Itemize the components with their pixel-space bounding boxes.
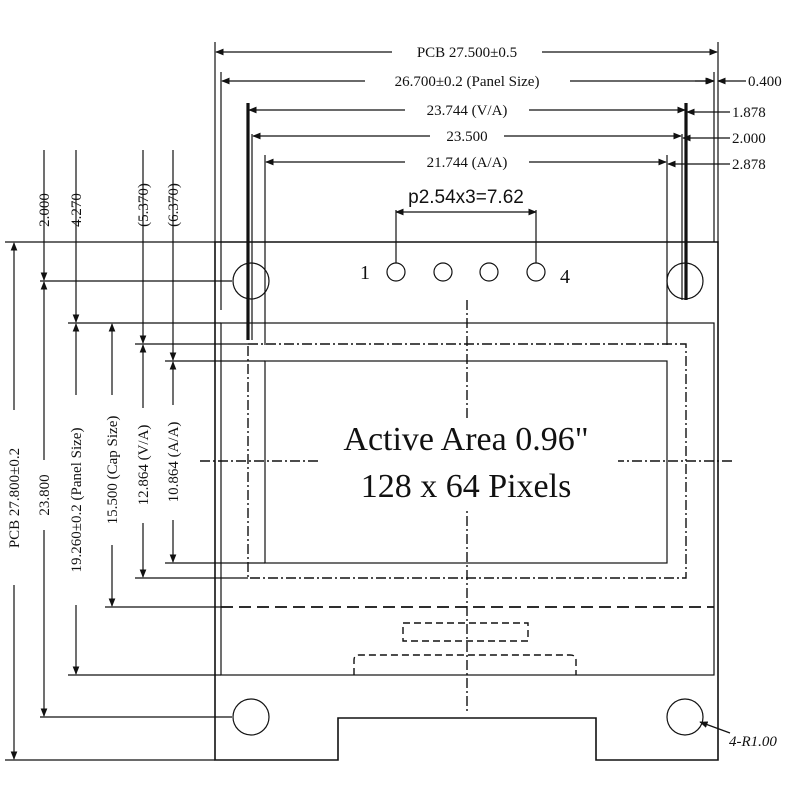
hole-bottom-left xyxy=(232,698,270,736)
active-area-pixels: 128 x 64 Pixels xyxy=(361,468,572,505)
dim-v-4270: 4.270 xyxy=(69,193,85,227)
vertical-dimensions: PCB 27.800±0.2 2.000 23.800 4.270 19.260… xyxy=(5,150,265,761)
dim-cap-height: 15.500 (Cap Size) xyxy=(105,416,121,525)
pin-label-last: 4 xyxy=(560,266,570,288)
dim-va-height: 12.864 (V/A) xyxy=(136,425,152,506)
dim-v-5370: (5.370) xyxy=(136,183,152,227)
hole-bottom-right xyxy=(666,698,704,736)
dim-offset-2878: 2.878 xyxy=(732,157,766,173)
dim-offset-1878: 1.878 xyxy=(732,105,766,121)
dim-aa-height: 10.864 (A/A) xyxy=(166,422,182,503)
dim-offset-0400: 0.400 xyxy=(748,74,782,90)
dim-pcb-width: PCB 27.500±0.5 xyxy=(417,45,517,61)
pin-2 xyxy=(433,262,453,282)
pin-header: 1 4 p2.54x3=7.62 xyxy=(360,187,570,288)
active-area xyxy=(264,360,668,564)
pin-1 xyxy=(386,262,406,282)
dim-va-width: 23.744 (V/A) xyxy=(427,103,508,119)
dim-panel-width: 26.700±0.2 (Panel Size) xyxy=(395,74,540,90)
dim-v-2000: 2.000 xyxy=(37,193,53,227)
dim-23500: 23.500 xyxy=(446,129,487,145)
pin-4 xyxy=(526,262,546,282)
pin-pitch-label: p2.54x3=7.62 xyxy=(408,187,524,208)
pcb-outline xyxy=(200,241,735,761)
pin-label-first: 1 xyxy=(360,262,370,284)
dim-aa-width: 21.744 (A/A) xyxy=(427,155,508,171)
active-area-label: Active Area 0.96" 128 x 64 Pixels xyxy=(318,420,618,508)
pin-3 xyxy=(479,262,499,282)
dim-panel-height: 19.260±0.2 (Panel Size) xyxy=(69,428,85,573)
active-area-title: Active Area 0.96" xyxy=(343,421,588,458)
dim-offset-2000: 2.000 xyxy=(732,131,766,147)
hole-note: 4-R1.00 xyxy=(729,734,777,750)
fpc-bond-area xyxy=(353,654,577,675)
hole-top-left xyxy=(232,262,270,300)
driver-ic xyxy=(402,622,529,642)
dim-pcb-height: PCB 27.800±0.2 xyxy=(7,448,23,548)
dim-v-23800: 23.800 xyxy=(37,474,53,515)
dim-v-6370: (6.370) xyxy=(166,183,182,227)
hole-callout: 4-R1.00 xyxy=(699,721,777,750)
horizontal-dimensions: PCB 27.500±0.5 26.700±0.2 (Panel Size) 2… xyxy=(214,42,782,345)
